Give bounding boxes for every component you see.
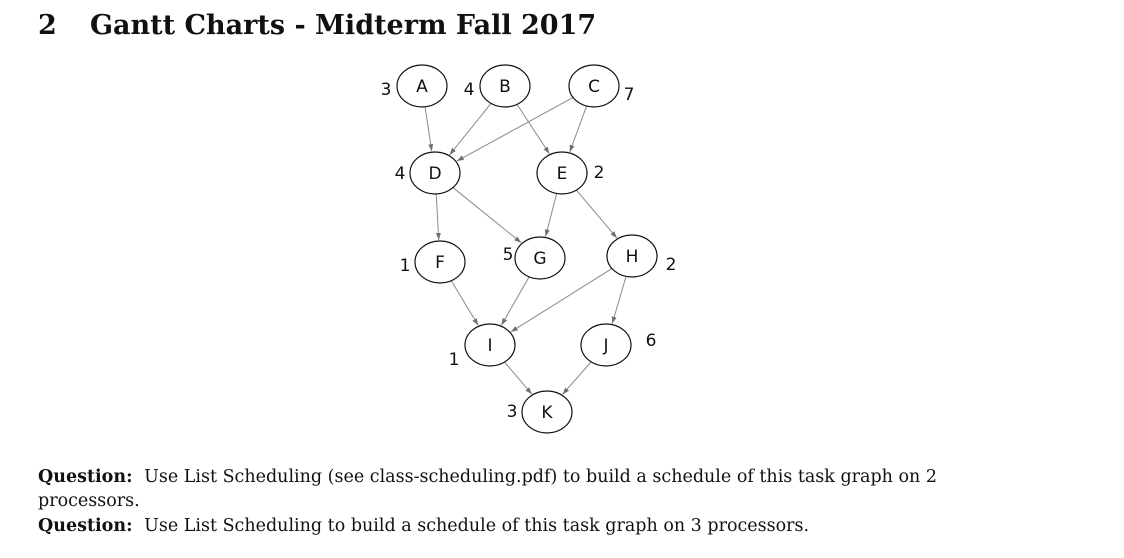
question-2: Question: Use List Scheduling to build a… <box>38 514 1038 538</box>
edge-c-d <box>456 97 574 162</box>
task-node-g: G5 <box>503 236 566 280</box>
node-ellipse <box>464 323 516 367</box>
node-weight: 4 <box>464 80 475 100</box>
section-number: 2 <box>38 10 57 41</box>
node-weight: 4 <box>395 164 406 184</box>
node-label: D <box>428 164 441 184</box>
question-1: Question: Use List Scheduling (see class… <box>38 465 1038 513</box>
task-node-f: F1 <box>400 240 466 284</box>
node-weight: 1 <box>449 350 460 370</box>
task-node-d: D4 <box>395 151 461 195</box>
node-weight: 2 <box>666 255 677 275</box>
node-ellipse <box>414 240 466 284</box>
edge-d-g <box>452 187 522 244</box>
node-weight: 3 <box>381 80 392 100</box>
edges <box>424 97 627 395</box>
edge-c-e <box>569 105 588 153</box>
node-label: E <box>557 164 568 184</box>
node-weight: 5 <box>503 245 514 265</box>
question-label: Question: <box>38 516 133 536</box>
node-label: J <box>602 336 608 356</box>
task-node-b: B4 <box>464 64 531 108</box>
node-ellipse <box>568 64 620 108</box>
node-label: F <box>435 253 445 273</box>
node-ellipse <box>479 64 531 108</box>
edge-b-d <box>449 103 492 156</box>
edge-g-i <box>500 276 530 326</box>
edge-h-j <box>611 276 627 324</box>
node-ellipse <box>514 236 566 280</box>
edge-e-h <box>576 189 618 239</box>
question-label: Question: <box>38 467 133 487</box>
edge-h-i <box>510 268 613 333</box>
question-text: Use List Scheduling to build a schedule … <box>144 516 810 536</box>
node-ellipse <box>409 151 461 195</box>
edge-e-g <box>544 193 558 237</box>
node-label: H <box>626 247 639 267</box>
node-ellipse <box>580 323 632 367</box>
question-text: Use List Scheduling (see class-schedulin… <box>38 467 937 511</box>
edge-f-i <box>450 280 479 326</box>
node-label: K <box>541 403 553 423</box>
node-ellipse <box>396 64 448 108</box>
section-heading: 2 Gantt Charts - Midterm Fall 2017 <box>38 6 596 46</box>
node-ellipse <box>521 390 573 434</box>
edge-i-k <box>504 361 533 395</box>
edge-b-e <box>516 104 550 155</box>
node-weight: 6 <box>646 331 657 351</box>
node-ellipse <box>606 234 658 278</box>
task-node-a: A3 <box>381 64 448 108</box>
node-label: G <box>533 249 546 269</box>
edge-a-d <box>424 106 434 152</box>
node-ellipse <box>536 151 588 195</box>
task-node-k: K3 <box>507 390 573 434</box>
section-title: Gantt Charts - Midterm Fall 2017 <box>90 10 597 41</box>
node-weight: 3 <box>507 402 518 422</box>
node-label: I <box>487 336 492 356</box>
node-label: C <box>588 77 600 97</box>
node-label: B <box>499 77 511 97</box>
task-node-i: I1 <box>449 323 516 370</box>
edge-j-k <box>562 361 592 395</box>
edge-d-f <box>435 193 441 241</box>
node-weight: 2 <box>594 163 605 183</box>
node-label: A <box>416 77 428 97</box>
node-weight: 7 <box>624 85 635 105</box>
node-weight: 1 <box>400 256 411 276</box>
